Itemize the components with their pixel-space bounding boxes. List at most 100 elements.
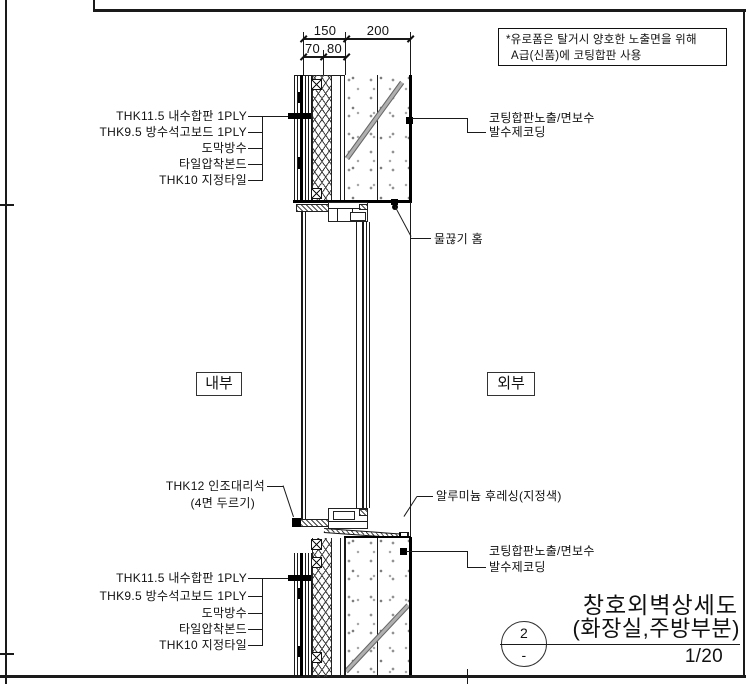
finish-layer-line xyxy=(294,75,295,200)
leader-line xyxy=(248,612,262,614)
leader-line xyxy=(466,566,486,568)
concrete-inner-face xyxy=(344,538,346,675)
leader-heavy-tick xyxy=(288,575,311,581)
border-left-tick xyxy=(0,204,14,206)
finish-layer-line xyxy=(300,75,303,200)
leader-line xyxy=(466,131,486,133)
dim-extension xyxy=(322,50,324,75)
border-top-tick xyxy=(93,0,95,9)
layer-label: THK10 지정타일 xyxy=(159,173,247,187)
detail-number: 2 xyxy=(519,625,529,641)
leader-line xyxy=(393,206,412,238)
leader-line xyxy=(262,115,290,117)
drawing-title: 창호외벽상세도 xyxy=(582,592,738,618)
zone-interior-box: 내부 xyxy=(196,372,242,396)
layer-label: 타일압착본드 xyxy=(178,157,247,171)
finish-layer-line xyxy=(307,553,309,676)
border-bottom-tick xyxy=(466,669,468,684)
sash-line xyxy=(369,222,370,508)
finish-layer-line xyxy=(310,75,312,200)
leader-line xyxy=(248,163,262,165)
blocking-box xyxy=(311,188,322,199)
finish-layer-line xyxy=(294,553,295,676)
line xyxy=(329,521,367,522)
layer-label: THK10 지정타일 xyxy=(159,638,247,652)
exterior-label: 코팅합판노출/면보수 xyxy=(489,111,595,125)
zone-exterior-label: 외부 xyxy=(497,375,525,392)
leader-line xyxy=(417,496,433,498)
dim-line xyxy=(302,56,347,58)
layer-label: 도막방수 xyxy=(201,606,247,620)
glass-pane-line xyxy=(365,222,367,508)
leader-line xyxy=(248,115,262,117)
flashing-label: 알루미늄 후레싱(지정색) xyxy=(436,489,562,503)
blocking-box xyxy=(311,652,322,663)
sill-seal-block xyxy=(359,509,368,516)
form-joint-line xyxy=(376,75,378,201)
tile-joint-mark xyxy=(298,92,303,103)
leader-heavy-tick xyxy=(288,113,311,119)
layer-label: THK9.5 방수석고보드 1PLY xyxy=(99,589,247,603)
blocking-box xyxy=(311,79,322,90)
layer-label: THK9.5 방수석고보드 1PLY xyxy=(99,125,247,139)
interior-reveal-line xyxy=(304,211,306,519)
dim-150: 150 xyxy=(313,23,337,38)
concrete-inner-face xyxy=(344,75,346,201)
leader-line xyxy=(248,179,262,181)
leader-connector xyxy=(262,115,263,181)
furring-face-line xyxy=(340,537,341,677)
finish-layer-line xyxy=(304,75,306,200)
concrete-exterior-face xyxy=(408,75,412,203)
exterior-label: 코팅합판노출/면보수 xyxy=(489,544,595,558)
finish-layer-line xyxy=(304,553,306,676)
marble-label: (4면 두르기) xyxy=(190,496,255,510)
drip-groove xyxy=(391,199,398,205)
tile-joint-mark xyxy=(298,157,303,169)
blocking-box xyxy=(311,539,322,550)
border-bottom xyxy=(0,674,746,678)
layer-label: 도막방수 xyxy=(201,141,247,155)
leader-anchor-square xyxy=(292,517,301,527)
leader-anchor-square xyxy=(400,548,407,555)
finish-layer-line xyxy=(310,553,312,676)
dim-extension xyxy=(409,32,411,75)
finish-layer-line xyxy=(307,75,309,200)
leader-connector xyxy=(466,550,468,568)
leader-line xyxy=(248,628,262,630)
note-line-1: *유로폼은 탈거시 양호한 노출면을 위해 xyxy=(506,34,697,46)
leader-anchor-square xyxy=(406,117,413,124)
dim-extension xyxy=(302,32,304,75)
zone-interior-label: 내부 xyxy=(205,375,233,392)
frame-head-detail xyxy=(350,212,366,221)
leader-line xyxy=(248,644,262,646)
concrete-exterior-face xyxy=(408,537,412,675)
leader-line xyxy=(248,577,262,579)
interior-reveal-line xyxy=(300,211,303,519)
leader-line xyxy=(410,237,431,239)
leader-line xyxy=(267,485,283,487)
border-left-tick xyxy=(0,653,14,655)
marble-label: THK12 인조대리석 xyxy=(165,479,265,493)
finish-layer-line xyxy=(297,553,298,676)
head-soffit-line xyxy=(293,200,411,203)
layer-label: THK11.5 내수합판 1PLY xyxy=(116,571,247,585)
sash-line xyxy=(356,222,357,508)
head-seal-block xyxy=(358,203,368,210)
dim-80: 80 xyxy=(326,40,343,56)
note-box: *유로폼은 탈거시 양호한 노출면을 위해 A급(신품)에 코팅합판 사용 xyxy=(498,28,727,66)
tile-joint-mark xyxy=(298,588,303,599)
exterior-label: 발수제코딩 xyxy=(489,560,546,574)
leader-connector xyxy=(466,117,468,133)
line xyxy=(337,209,338,221)
leader-line xyxy=(412,117,467,119)
drip-anchor-dot xyxy=(392,203,398,210)
drawing-scale: 1/20 xyxy=(684,646,723,667)
tile-joint-mark xyxy=(298,646,303,657)
leader-line xyxy=(248,595,262,597)
layer-label: 타일압착본드 xyxy=(178,622,247,636)
line xyxy=(399,531,409,533)
line xyxy=(329,208,367,209)
dim-line xyxy=(302,38,411,40)
layer-label: THK11.5 내수합판 1PLY xyxy=(116,109,247,123)
